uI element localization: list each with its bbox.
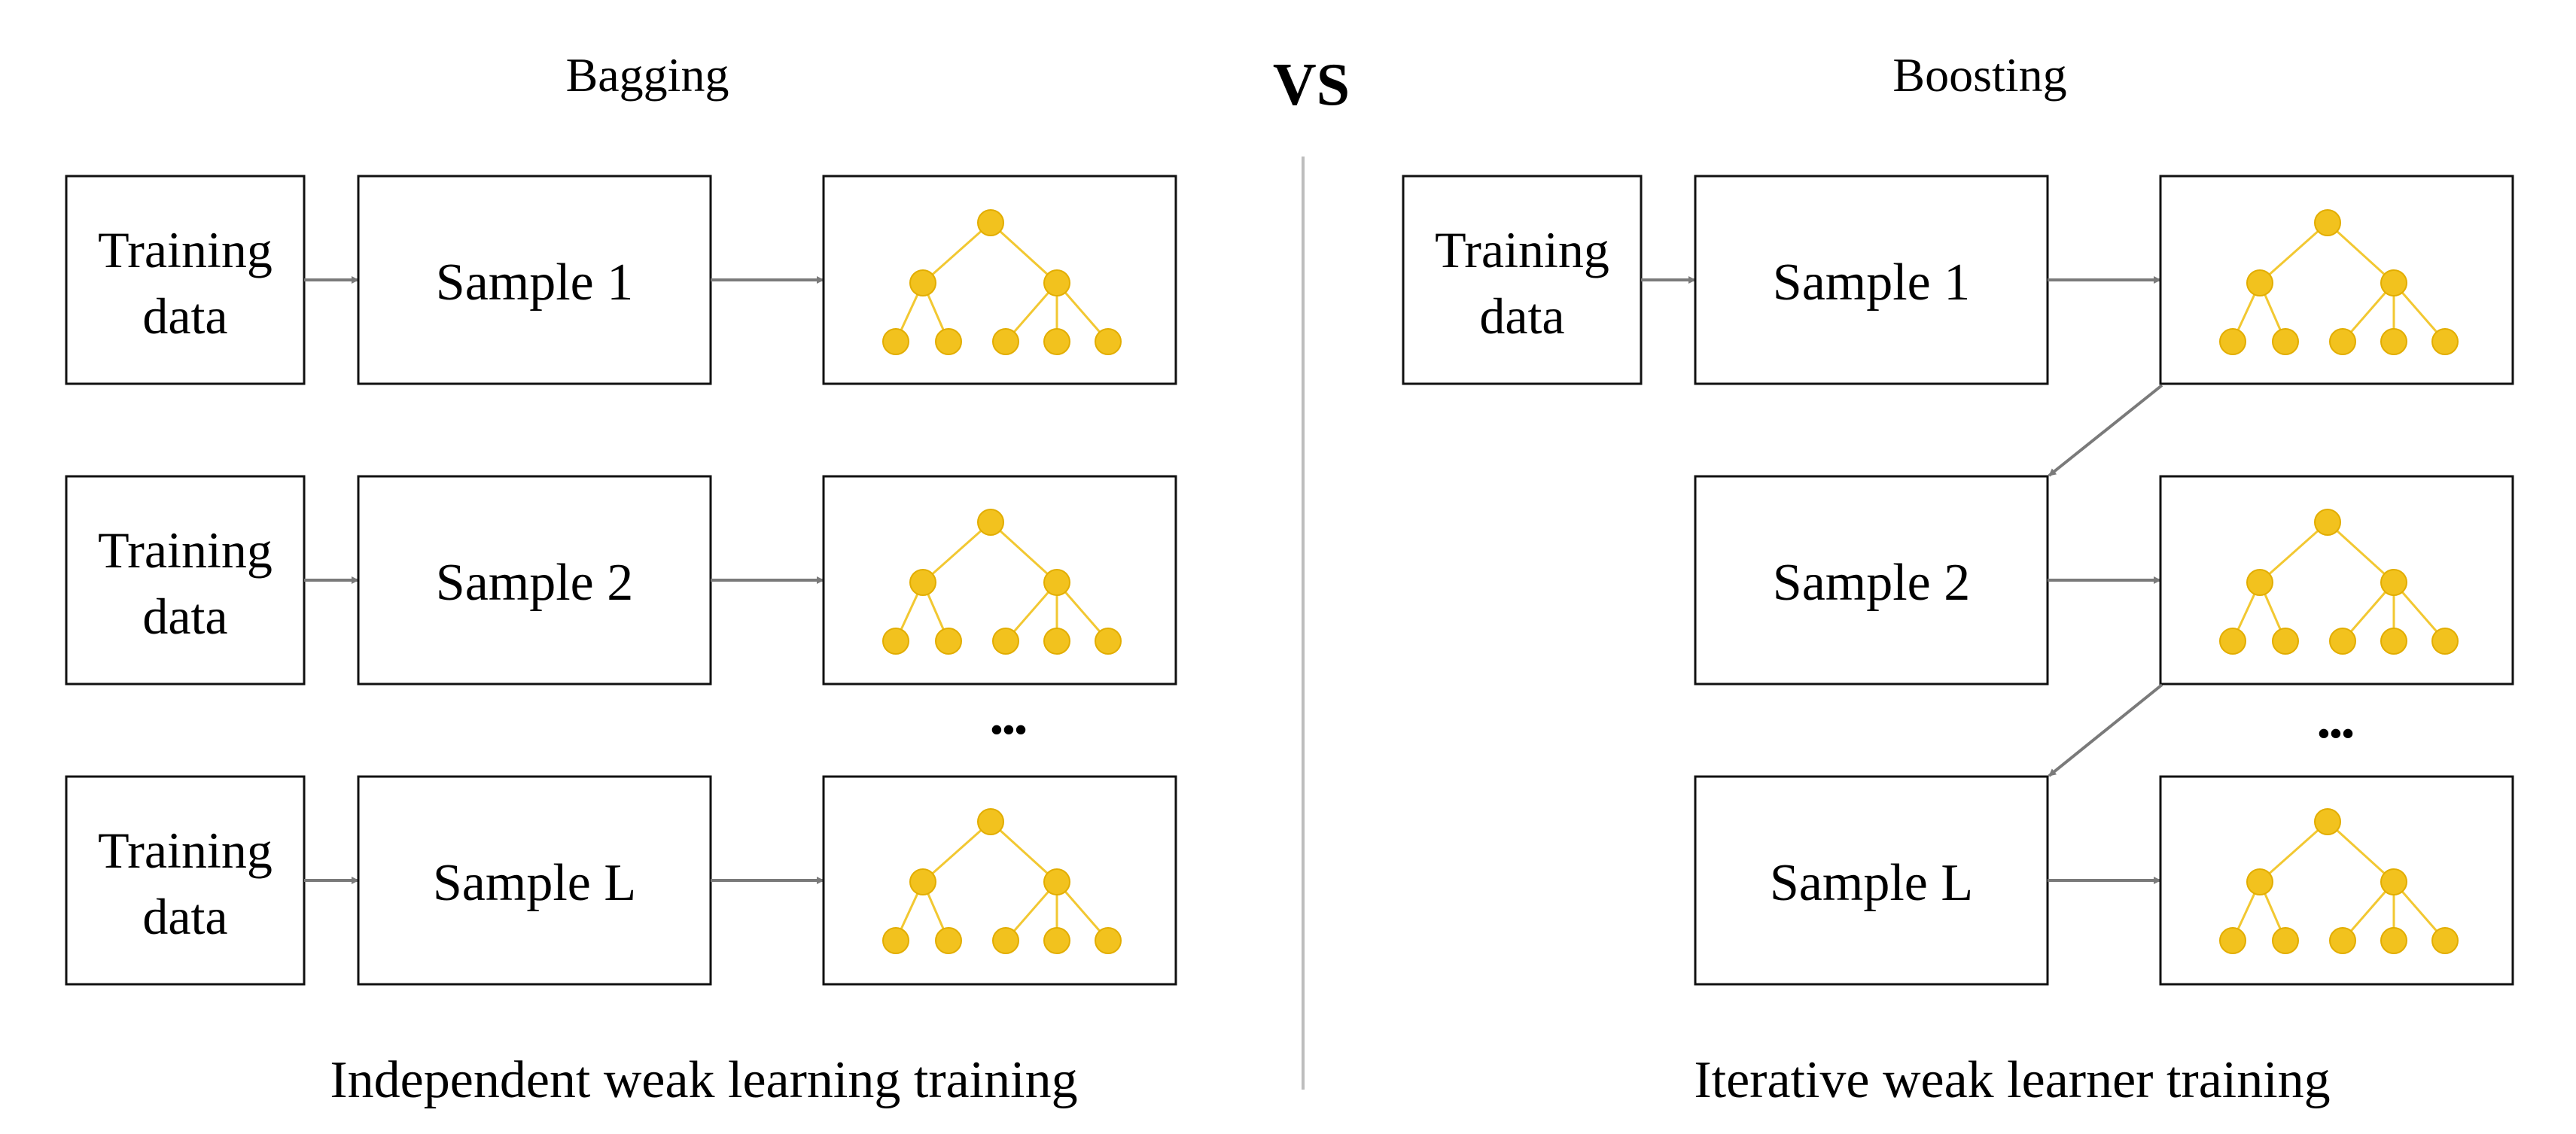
decision-tree-icon bbox=[2219, 209, 2459, 355]
bagging-title: Bagging bbox=[566, 48, 729, 102]
bagging-sample-box-1 bbox=[357, 175, 712, 385]
bagging-training-data-label-2b: data bbox=[142, 588, 227, 645]
bagging-sample-box-2 bbox=[357, 475, 712, 686]
boosting-training-data-label: Training bbox=[1435, 221, 1609, 278]
boosting-sample-box-3 bbox=[1694, 775, 2049, 986]
svg-text:data: data bbox=[142, 287, 227, 345]
bagging-sample-box-3 bbox=[357, 775, 712, 986]
boosting-weak-learner-box-3 bbox=[2159, 775, 2514, 986]
bagging-training-data-box-3 bbox=[65, 775, 306, 986]
bagging-training-data-label-1b: data bbox=[142, 287, 227, 345]
boosting-row-2: Sample 2 bbox=[1694, 475, 2514, 686]
bagging-row-2: Training data Sample 2 bbox=[65, 475, 1177, 686]
boosting-arrow-learner-2-to-sample-3 bbox=[2048, 683, 2163, 777]
boosting-training-data: Training data bbox=[1402, 175, 1696, 385]
bagging-row-1: Training data Sample 1 bbox=[65, 175, 1177, 385]
bagging-ellipsis: ••• bbox=[991, 710, 1027, 749]
boosting-sample-box-1 bbox=[1694, 175, 2049, 385]
boosting-training-data-label-b: data bbox=[1479, 287, 1564, 345]
boosting-caption: Iterative weak learner training bbox=[1694, 1051, 2330, 1109]
boosting-sample-box-2 bbox=[1694, 475, 2049, 686]
decision-tree-icon bbox=[882, 209, 1122, 355]
boosting-row-1: Sample 1 bbox=[1694, 175, 2514, 385]
boosting-sample-label-3: Sample L bbox=[1770, 854, 1973, 912]
bagging-training-data-label-1: Training bbox=[98, 221, 273, 278]
decision-tree-icon bbox=[882, 808, 1122, 954]
decision-tree-icon bbox=[2219, 808, 2459, 954]
bagging-caption: Independent weak learning training bbox=[330, 1051, 1077, 1109]
boosting-sample-label-1: Sample 1 bbox=[1773, 254, 1970, 312]
bagging-row-3: Training data Sample L bbox=[65, 775, 1177, 986]
boosting-row-3: Sample L bbox=[1694, 775, 2514, 986]
decision-tree-icon bbox=[882, 509, 1122, 655]
boosting-training-data-box bbox=[1402, 175, 1643, 385]
svg-text:data: data bbox=[142, 888, 227, 945]
svg-text:data: data bbox=[142, 588, 227, 645]
bagging-sample-label-3: Sample L bbox=[433, 854, 636, 912]
boosting-arrow-learner-1-to-sample-2 bbox=[2048, 384, 2163, 477]
boosting-ellipsis: ••• bbox=[2318, 714, 2354, 752]
boosting-sample-label-2: Sample 2 bbox=[1773, 554, 1970, 612]
svg-text:data: data bbox=[1479, 287, 1564, 345]
bagging-training-data-label-3: Training bbox=[98, 822, 273, 879]
decision-tree-icon bbox=[2219, 509, 2459, 655]
bagging-training-data-label-3b: data bbox=[142, 888, 227, 945]
bagging-training-data-box-2 bbox=[65, 475, 306, 686]
boosting-title: Boosting bbox=[1892, 48, 2066, 102]
vs-label: VS bbox=[1273, 52, 1350, 118]
bagging-weak-learner-box-3 bbox=[822, 775, 1177, 986]
bagging-training-data-box-1 bbox=[65, 175, 306, 385]
bagging-sample-label-1: Sample 1 bbox=[436, 254, 633, 312]
bagging-training-data-label-2: Training bbox=[98, 521, 273, 579]
bagging-sample-label-2: Sample 2 bbox=[436, 554, 633, 612]
